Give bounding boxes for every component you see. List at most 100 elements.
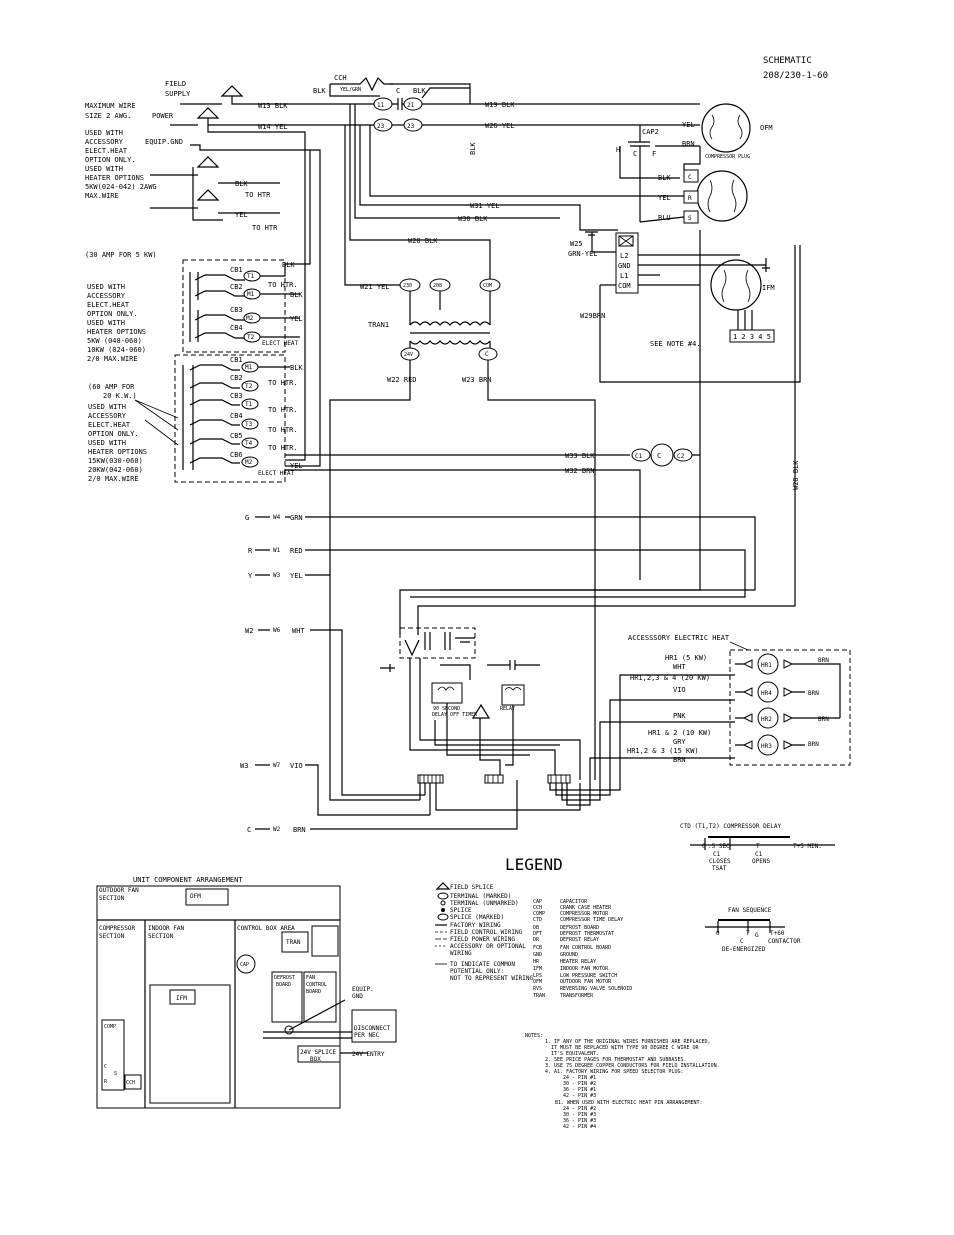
terminal-strip-left	[417, 774, 444, 784]
ofm-brn: BRN	[682, 140, 695, 148]
fan-seq-zero: 0	[716, 930, 720, 937]
svg-text:CB4: CB4	[230, 412, 243, 420]
svg-text:CRANK CASE HEATER: CRANK CASE HEATER	[560, 905, 612, 911]
svg-text:USED WITH: USED WITH	[87, 283, 125, 291]
svg-text:SPLICE (MARKED): SPLICE (MARKED)	[450, 914, 504, 921]
heater-relay-hr2: HR2 BRN	[735, 707, 829, 729]
svg-text:IFM: IFM	[762, 284, 775, 292]
wire-red: RED	[290, 547, 303, 555]
see-note-4: SEE NOTE #4.	[650, 340, 701, 348]
svg-text:42 - PIN #4: 42 - PIN #4	[563, 1124, 596, 1130]
svg-text:S: S	[688, 215, 692, 222]
svg-text:COMPRESSOR TIME DELAY: COMPRESSOR TIME DELAY	[560, 917, 623, 923]
heater-relay-hr1: HR1 BRN	[735, 653, 829, 675]
wire-w32: W32 BRN	[565, 467, 595, 475]
svg-text:CAP: CAP	[533, 899, 542, 905]
ctd-t: T	[756, 843, 760, 850]
svg-text:10KW (024-060): 10KW (024-060)	[87, 346, 146, 354]
breaker-a-elect-heat: ELECT HEAT	[262, 340, 299, 347]
terminal-r: R	[248, 547, 253, 555]
compressor-terminal-r: R	[683, 190, 699, 204]
svg-text:OFM: OFM	[190, 893, 201, 900]
svg-text:OUTDOOR FAN MOTOR: OUTDOOR FAN MOTOR	[560, 979, 612, 985]
svg-text:SPLICE: SPLICE	[450, 907, 472, 914]
svg-text:4. A1. FACTORY WIRING FOR SPEE: 4. A1. FACTORY WIRING FOR SPEED SELECTOR…	[545, 1069, 683, 1075]
arrangement-title: UNIT COMPONENT ARRANGEMENT	[133, 876, 243, 884]
terminal-y: Y	[248, 572, 253, 580]
svg-text:TRAN1: TRAN1	[368, 321, 389, 329]
wire-w2: W2	[273, 826, 281, 833]
wire-w7: W7	[273, 762, 281, 769]
svg-text:T1: T1	[245, 401, 253, 408]
supply-to-htr: TO HTR	[245, 191, 271, 199]
defrost-board: 90 SECOND DELAY OFF TIMER RELAY	[380, 627, 540, 719]
wire-blk-vertical: BLK	[469, 142, 477, 155]
svg-text:DB: DB	[533, 925, 539, 931]
wire-yel: YEL	[290, 572, 303, 580]
terminal-strip-middle	[484, 774, 504, 784]
svg-text:COMPRESSOR: COMPRESSOR	[99, 925, 136, 932]
svg-text:C: C	[485, 351, 489, 358]
svg-text:COM: COM	[483, 283, 492, 289]
wire-w23: W23 BRN	[462, 376, 492, 384]
svg-text:INDOOR FAN: INDOOR FAN	[148, 925, 185, 932]
svg-text:L1: L1	[620, 272, 628, 280]
svg-text:M2: M2	[246, 315, 254, 322]
legend-symbols: FIELD SPLICE TERMINAL (MARKED) TERMINAL …	[435, 882, 533, 982]
svg-text:CAPACITOR: CAPACITOR	[560, 899, 588, 905]
amp30-label: (30 AMP FOR 5 KW)	[85, 251, 157, 259]
wire-w22: W22 RED	[387, 376, 417, 384]
svg-text:OPTION ONLY.: OPTION ONLY.	[85, 156, 136, 164]
svg-text:FACTORY WIRING: FACTORY WIRING	[450, 922, 501, 929]
supply-blk: BLK	[235, 180, 248, 188]
svg-text:30 - PIN #3: 30 - PIN #3	[563, 1112, 596, 1118]
svg-text:42 - PIN #3: 42 - PIN #3	[563, 1093, 596, 1099]
svg-text:CB3: CB3	[230, 392, 243, 400]
svg-text:GND: GND	[533, 952, 542, 958]
svg-text:24 - PIN #1: 24 - PIN #1	[563, 1075, 596, 1081]
heat-hr1-5: HR1 (5 KW)	[665, 654, 707, 662]
fan-seq-c: C	[740, 938, 744, 945]
heater-relay-hr4: HR4 BRN	[735, 681, 819, 703]
ctd-closes: CLOSES	[709, 858, 731, 865]
tran1-transformer: 230 208 COM 24V C TRAN1	[368, 278, 501, 361]
equip-gnd-label: EQUIP.GND	[145, 138, 183, 146]
ofm-motor: OFM	[701, 103, 773, 153]
breaker-cb2-b: CB2 T2	[189, 374, 259, 392]
svg-text:F: F	[652, 150, 656, 158]
svg-text:20KW(042-060): 20KW(042-060)	[88, 466, 143, 474]
svg-text:USED WITH: USED WITH	[85, 165, 123, 173]
svg-text:FIELD SPLICE: FIELD SPLICE	[450, 884, 494, 891]
speed-selector-plug: 1 2 3 4 5	[729, 329, 775, 343]
svg-text:208: 208	[433, 283, 442, 289]
svg-text:23: 23	[377, 123, 385, 130]
heat-wht: WHT	[673, 663, 686, 671]
breaker-cb3-b: CB3 T1	[189, 392, 259, 410]
wire-w13: W13 BLK	[258, 102, 288, 110]
svg-text:21: 21	[407, 102, 415, 109]
svg-text:CB4: CB4	[230, 324, 243, 332]
svg-text:ELECT.HEAT: ELECT.HEAT	[88, 421, 131, 429]
breaker-a-yel-1: YEL	[290, 315, 303, 323]
svg-text:BRN: BRN	[808, 690, 819, 697]
terminal-w2: W2	[245, 627, 253, 635]
svg-text:MAX.WIRE: MAX.WIRE	[85, 192, 119, 200]
svg-text:T2: T2	[245, 383, 253, 390]
breaker-b-to-htr-4: TO HTR.	[268, 444, 298, 452]
svg-text:CONTROL: CONTROL	[306, 982, 327, 988]
svg-text:NOT TO REPRESENT WIRING: NOT TO REPRESENT WIRING	[450, 975, 533, 982]
svg-text:CB1: CB1	[230, 266, 243, 274]
notes-block: NOTES: 1. IF ANY OF THE ORIGINAL WIRES F…	[525, 1033, 720, 1130]
breaker-cb6-b: CB6 M2	[189, 451, 259, 468]
svg-text:GND: GND	[352, 993, 363, 1000]
svg-text:SECTION: SECTION	[148, 933, 174, 940]
svg-text:24V: 24V	[404, 352, 413, 358]
svg-text:T1: T1	[247, 273, 255, 280]
svg-text:ACCESSORY: ACCESSORY	[85, 138, 124, 146]
svg-text:230: 230	[403, 283, 412, 289]
heat-hr1234: HR1,2,3 & 4 (20 KW)	[630, 674, 710, 682]
svg-text:FIELD CONTROL WIRING: FIELD CONTROL WIRING	[450, 929, 523, 936]
svg-text:24V ENTRY: 24V ENTRY	[352, 1051, 385, 1058]
cap2-capacitor: H C F	[616, 141, 656, 158]
svg-text:TERMINAL (MARKED): TERMINAL (MARKED)	[450, 893, 511, 900]
